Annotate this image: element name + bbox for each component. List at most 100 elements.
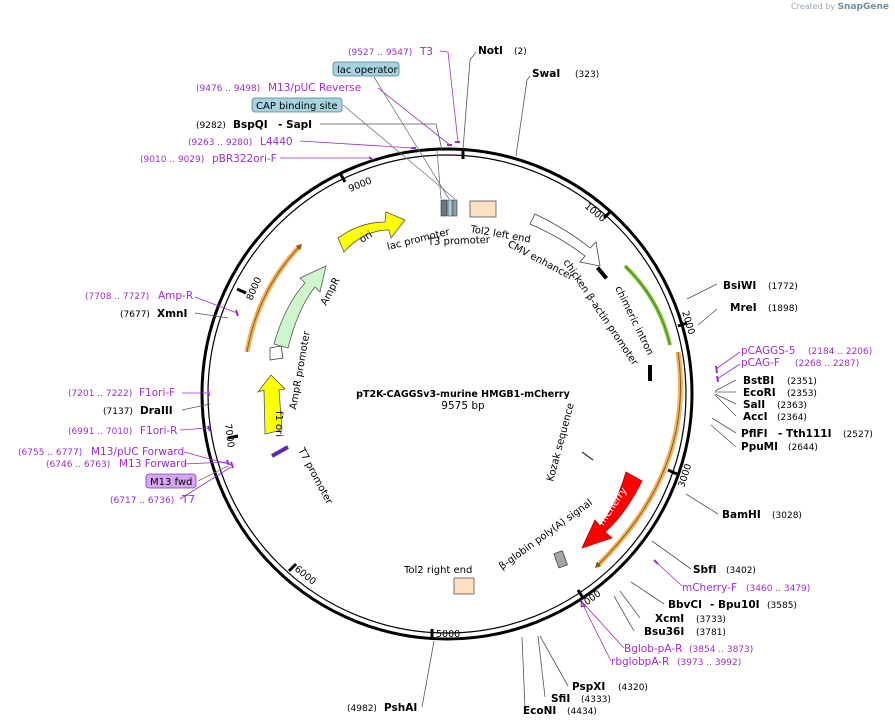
site-SfiI: SfiI [551, 693, 570, 705]
primer-labels: (9527 .. 9547) T3 (9476 .. 9498) M13/pUC… [18, 46, 872, 668]
feature-ampr[interactable] [273, 265, 327, 349]
site-PshAI: PshAI [384, 702, 417, 714]
primer-pCAGGS-5: pCAGGS-5 [741, 345, 795, 357]
tick-label-5000: 5000 [436, 629, 460, 640]
site-PspXI: PspXI [572, 681, 605, 693]
site-XmnI-pos: (7677) [120, 310, 150, 320]
site-NotI: NotI [478, 45, 503, 57]
site-SfiI-pos: (4333) [581, 695, 611, 705]
feature-label-f1-ori: f1 ori [273, 411, 284, 437]
lac-operator-label: lac operator [337, 65, 398, 76]
primer-M13pUC-fwd: M13/pUC Forward [91, 446, 184, 458]
primer-Amp-R: Amp-R [158, 290, 193, 302]
feature-label-kozak: Kozak sequence [545, 402, 577, 483]
primer-Bglob-pA-R: Bglob-pA-R [624, 643, 682, 655]
site-MreI-pos: (1898) [768, 304, 798, 314]
feature-label-tol2-right: Tol2 right end [403, 565, 472, 576]
primer-rbglobpA-R: rbglobpA-R [611, 656, 669, 668]
cap-site-box [251, 97, 343, 113]
feature-cap-block[interactable] [452, 199, 458, 217]
site-XcmI-pos: (3733) [696, 615, 726, 625]
site-XmnI: XmnI [157, 308, 187, 320]
feature-lac-promoter-block[interactable] [440, 199, 448, 217]
site-BstBI: BstBI [743, 375, 774, 387]
primer-pBR322ori-F: pBR322ori-F [212, 153, 277, 165]
site-PflFI: PflFI [741, 428, 768, 440]
m13-fwd-box [145, 473, 197, 489]
tick-label-6000: 6000 [292, 564, 318, 588]
plasmid-length: 9575 bp [441, 400, 485, 412]
feature-cmv-enhancer[interactable] [529, 213, 601, 267]
primer-T7-pos: (6717 .. 6736) [110, 496, 174, 506]
site-EcoNI: EcoNI [523, 705, 556, 717]
feature-ampr-promoter[interactable] [269, 345, 284, 361]
primer-M13-fwd-pos: (6746 .. 6763) [46, 460, 110, 470]
site-SalI-pos: (2363) [777, 401, 807, 411]
primer-Bglob-pA-R-pos: (3854 .. 3873) [689, 645, 753, 655]
plasmid-name: pT2K-CAGGSv3-murine HMGB1-mCherry [356, 389, 570, 400]
site-Bpu10I-pos: (3585) [767, 601, 797, 611]
feature-t7-promoter[interactable] [271, 445, 289, 458]
site-SalI: SalI [743, 399, 765, 411]
primer-M13pUC-rev: M13/pUC Reverse [268, 82, 361, 94]
site-PpuMI: PpuMI [741, 441, 778, 453]
site-BamHI-pos: (3028) [772, 511, 802, 521]
site-DraIII-pos: (7137) [103, 407, 133, 417]
primer-M13-fwd: M13 Forward [119, 458, 187, 470]
site-SwaI: SwaI [532, 68, 560, 80]
feature-kozak-mark[interactable] [581, 451, 594, 461]
primer-rbglobpA-R-pos: (3973 .. 3992) [677, 658, 741, 668]
primer-pBR322ori-F-pos: (9010 .. 9029) [140, 155, 204, 165]
site-PpuMI-pos: (2644) [788, 443, 818, 453]
primer-M13pUC-rev-pos: (9476 .. 9498) [196, 84, 260, 94]
site-SwaI-pos: (323) [575, 70, 599, 80]
feature-ori[interactable] [337, 211, 406, 253]
feature-cba-promoter-mark[interactable] [595, 266, 609, 280]
site-NotI-pos: (2) [514, 47, 527, 57]
site-EcoRI: EcoRI [743, 387, 776, 399]
m13-fwd-label: M13 fwd [150, 477, 192, 488]
credit-brand: SnapGene [837, 2, 889, 12]
primer-F1ori-F-pos: (7201 .. 7222) [68, 389, 132, 399]
feature-leaders [197, 76, 456, 482]
snapgene-credit: Created by SnapGene [791, 2, 889, 12]
site-BspQI: BspQI [233, 119, 268, 131]
site-BstBI-pos: (2351) [787, 377, 817, 387]
site-leaders [181, 51, 737, 709]
site-MreI: MreI [730, 302, 757, 314]
feature-lac-operator-block[interactable] [447, 199, 453, 217]
site-PspXI-pos: (4320) [618, 683, 648, 693]
site-EcoRI-pos: (2353) [787, 389, 817, 399]
feature-f1-ori[interactable] [256, 374, 286, 435]
site-BspQI-pos: (9282) [196, 121, 226, 131]
feature-label-bglobin: β-globin poly(A) signal [497, 497, 594, 572]
primer-mCherry-F-pos: (3460 .. 3479) [746, 584, 810, 594]
site-Bpu10I: - Bpu10I [710, 599, 760, 611]
site-BamHI: BamHI [722, 509, 761, 521]
feature-tol2-right-end[interactable] [453, 577, 475, 595]
primer-pCAG-F: pCAG-F [741, 357, 780, 369]
tick-marks [227, 149, 688, 639]
site-PshAI-pos: (4982) [347, 704, 377, 714]
feature-tol2-left-end[interactable] [469, 200, 497, 218]
site-SbfI-pos: (3402) [726, 566, 756, 576]
feature-label-ampr-promoter: AmpR promoter [288, 329, 313, 410]
primer-mCherry-F: mCherry-F [682, 582, 737, 594]
site-AccI-pos: (2364) [777, 413, 807, 423]
primer-L4440-pos: (9263 .. 9280) [188, 138, 252, 148]
primer-F1ori-R: F1ori-R [140, 425, 177, 437]
feature-bglobin-polya[interactable] [553, 550, 568, 569]
feature-mcherry[interactable] [581, 471, 643, 549]
tick-label-9000: 9000 [347, 176, 374, 195]
cap-site-label: CAP binding site [256, 101, 338, 112]
feature-label-t7-promoter: T7 promoter [295, 445, 335, 507]
primer-pCAGGS-5-pos: (2184 .. 2206) [808, 347, 872, 357]
primer-T3: T3 [419, 46, 433, 58]
primer-T3-pos: (9527 .. 9547) [348, 48, 412, 58]
feature-cba-promoter-end[interactable] [648, 365, 652, 381]
primer-L4440: L4440 [260, 136, 293, 148]
site-BsiWI-pos: (1772) [768, 282, 798, 292]
primer-F1ori-F: F1ori-F [139, 387, 175, 399]
site-SbfI: SbfI [693, 564, 717, 576]
primer-pCAG-F-pos: (2268 .. 2287) [795, 359, 859, 369]
